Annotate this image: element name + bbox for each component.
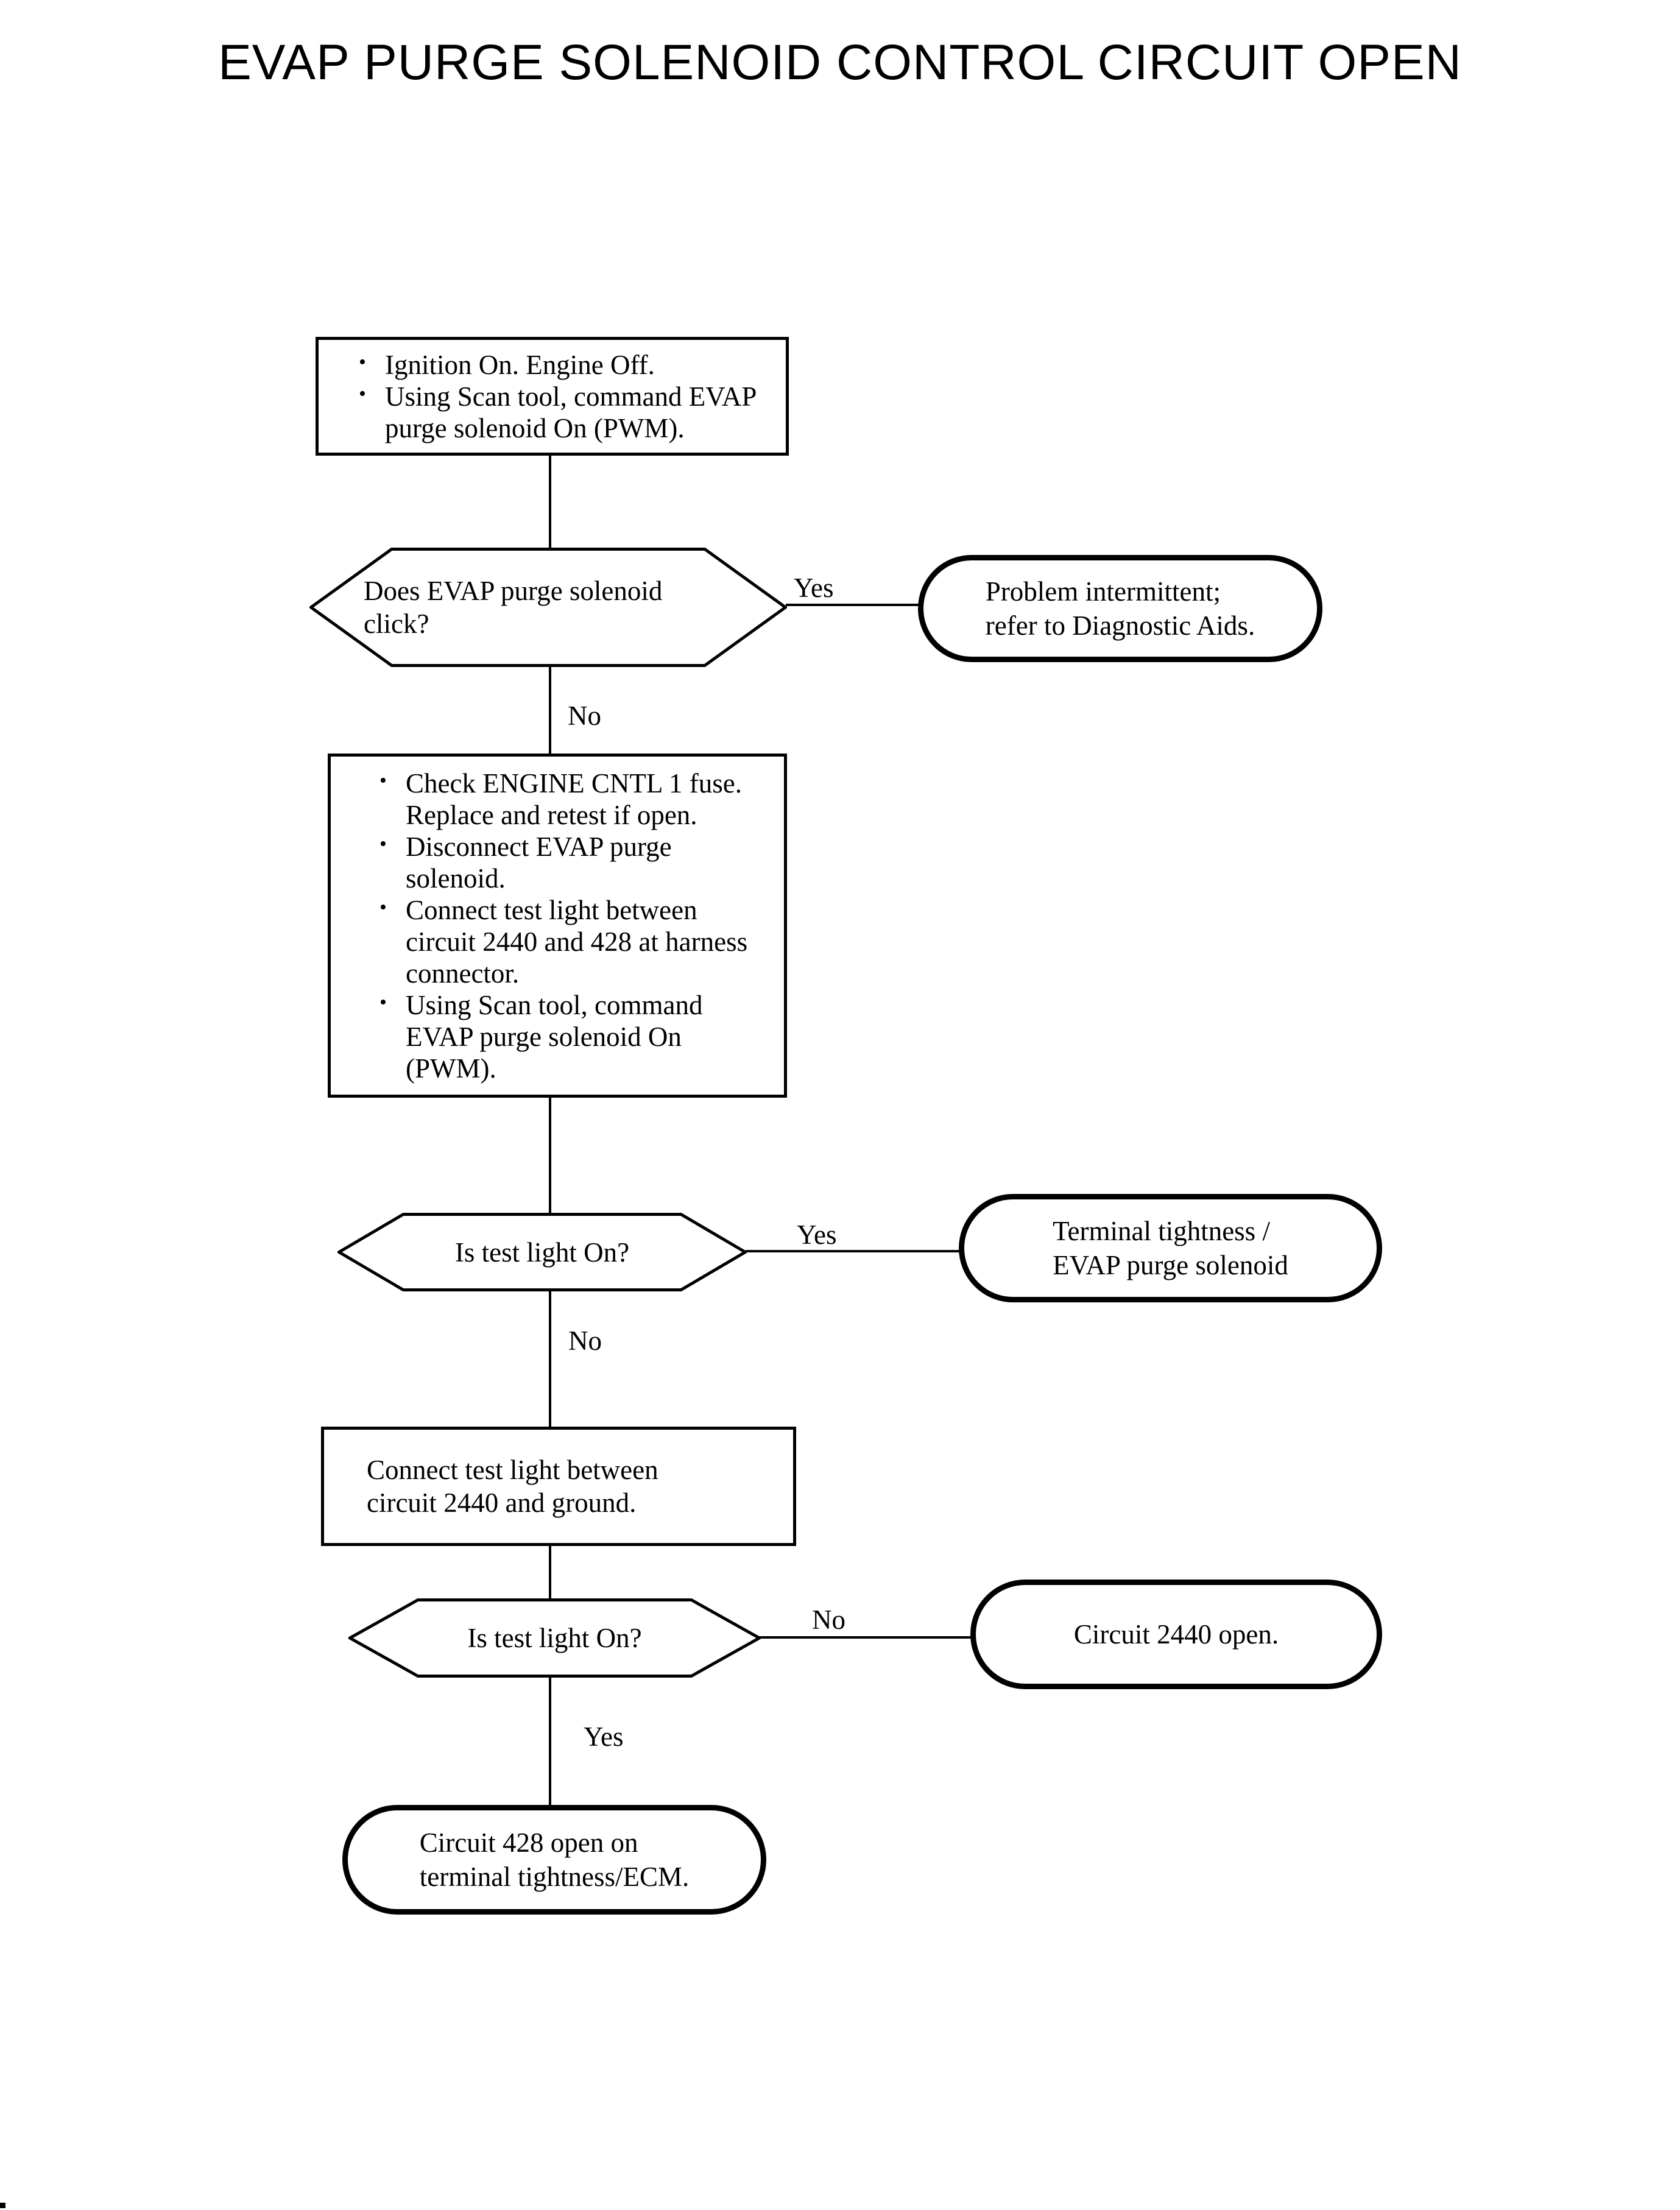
- decision2-question: Is test light On?: [454, 1237, 630, 1268]
- bullet-icon: [379, 989, 406, 1021]
- decision3-yes-label: Yes: [584, 1721, 624, 1752]
- list-item: Ignition On. Engine Off.: [359, 349, 780, 381]
- bullet-icon: [359, 349, 385, 381]
- step3-text: Connect test light between circuit 2440 …: [367, 1455, 658, 1518]
- step2-bullet-list: Check ENGINE CNTL 1 fuse. Replace and re…: [379, 768, 779, 1084]
- step1-bullet-1: Ignition On. Engine Off.: [385, 349, 655, 380]
- list-item: Connect test light between circuit 2440 …: [379, 894, 779, 989]
- decision3-hexagon: Is test light On?: [348, 1598, 761, 1678]
- decision3-question: Is test light On?: [467, 1623, 642, 1653]
- outcome-terminal-tightness: Terminal tightness / EVAP purge solenoid: [959, 1194, 1382, 1302]
- outcome-problem-intermittent-text: Problem intermittent; refer to Diagnosti…: [985, 576, 1255, 641]
- connector-decision3-outcome4: [549, 1676, 551, 1806]
- step3-process-box: Connect test light between circuit 2440 …: [321, 1427, 796, 1546]
- connector-decision1-outcome1: [786, 604, 919, 606]
- connector-step2-decision2: [549, 1098, 551, 1214]
- list-item: Using Scan tool, command EVAP purge sole…: [379, 989, 779, 1084]
- decision1-no-label: No: [568, 701, 601, 731]
- bullet-icon: [379, 831, 406, 863]
- outcome-terminal-tightness-text: Terminal tightness / EVAP purge solenoid: [1053, 1216, 1288, 1280]
- connector-decision2-step3: [549, 1290, 551, 1428]
- step2-bullet-1: Check ENGINE CNTL 1 fuse. Replace and re…: [406, 768, 742, 830]
- list-item: Using Scan tool, command EVAP purge sole…: [359, 381, 780, 444]
- bullet-icon: [379, 894, 406, 926]
- connector-decision3-outcome3: [760, 1636, 972, 1639]
- hexagon-shape: [309, 548, 787, 667]
- outcome-circuit-2440: Circuit 2440 open.: [970, 1580, 1382, 1689]
- decision2-no-label: No: [568, 1326, 602, 1356]
- step2-bullet-3: Connect test light between circuit 2440 …: [406, 894, 748, 989]
- step2-bullet-4: Using Scan tool, command EVAP purge sole…: [406, 989, 703, 1084]
- connector-step1-decision1: [549, 456, 551, 549]
- decision2-hexagon: Is test light On?: [337, 1213, 747, 1291]
- scan-artifact-mark: [0, 2203, 5, 2208]
- hexagon-shape: [348, 1598, 761, 1678]
- outcome-problem-intermittent: Problem intermittent; refer to Diagnosti…: [918, 555, 1322, 662]
- outcome-circuit-428: Circuit 428 open on terminal tightness/E…: [342, 1805, 766, 1915]
- bullet-icon: [379, 768, 406, 799]
- decision1-question: Does EVAP purge solenoid click?: [364, 576, 663, 639]
- step1-bullet-list: Ignition On. Engine Off. Using Scan tool…: [359, 349, 780, 444]
- outcome-circuit-2440-text: Circuit 2440 open.: [1073, 1619, 1279, 1650]
- outcome-circuit-428-text: Circuit 428 open on terminal tightness/E…: [419, 1827, 690, 1892]
- step1-process-box: Ignition On. Engine Off. Using Scan tool…: [316, 337, 789, 456]
- connector-decision1-step2: [549, 666, 551, 755]
- step2-bullet-2: Disconnect EVAP purge solenoid.: [406, 831, 672, 894]
- bullet-icon: [359, 381, 385, 412]
- connector-step3-decision3: [549, 1546, 551, 1600]
- list-item: Check ENGINE CNTL 1 fuse. Replace and re…: [379, 768, 779, 831]
- step1-bullet-2: Using Scan tool, command EVAP purge sole…: [385, 381, 757, 443]
- decision1-yes-label: Yes: [794, 573, 834, 603]
- page-title: EVAP PURGE SOLENOID CONTROL CIRCUIT OPEN: [218, 35, 1462, 90]
- list-item: Disconnect EVAP purge solenoid.: [379, 831, 779, 894]
- step2-process-box: Check ENGINE CNTL 1 fuse. Replace and re…: [328, 754, 787, 1098]
- hexagon-shape: [337, 1213, 747, 1291]
- connector-decision2-outcome2: [746, 1250, 960, 1252]
- decision3-no-label: No: [812, 1605, 845, 1635]
- decision2-yes-label: Yes: [797, 1220, 837, 1250]
- decision1-hexagon: Does EVAP purge solenoid click?: [309, 548, 787, 667]
